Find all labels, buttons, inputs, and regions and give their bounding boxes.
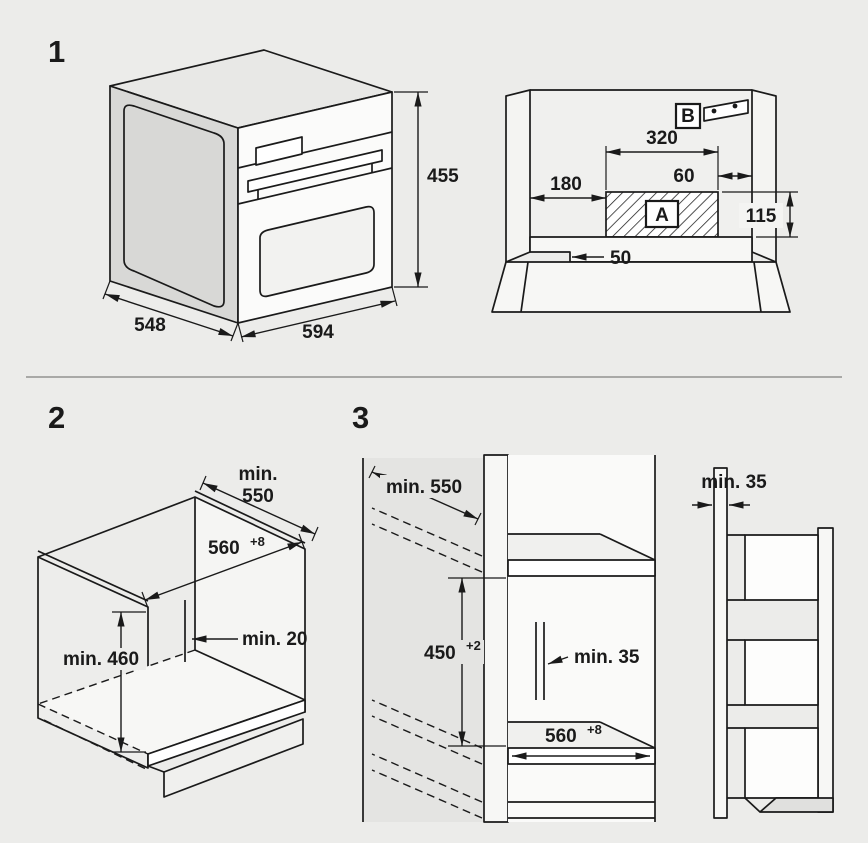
niche-right-wall [751,89,777,263]
front-gap-label: 50 [610,248,631,269]
niche-cross-section: B A [491,89,791,313]
niche-height-label-fig3: 450 [424,643,456,664]
wall-clearance-side-view [713,467,834,819]
dim-wall-clearance: min. 35 [692,472,767,509]
oven-handle [247,149,383,193]
dim-left-gap: 180 [530,174,606,202]
dim-cabinet-depth-fig3: min. 550 [368,465,482,526]
left-gap-label: 180 [550,174,582,195]
cabinet-floor-edge [147,699,306,767]
dim-rear-clearance-fig3: min. 35 [547,647,640,668]
door-window [259,205,375,298]
niche-height-label-fig2: min. 460 [63,649,139,670]
dim-oven-width: 594 [237,286,398,343]
dim-oven-depth: 548 [102,280,239,342]
oven-display [255,136,303,166]
cabinet-depth-label: min. 550 [386,477,462,498]
zone-label: A [655,205,669,226]
compartment-box [744,639,819,706]
dim-cutout-width: 320 [605,128,719,190]
right-gap-label: 60 [673,166,694,187]
dim-right-gap: 60 [673,166,752,187]
compartment-box [744,727,819,799]
niche-width-tol-fig3: +8 [587,722,602,737]
side-plinth [759,797,834,813]
dim-niche-width-fig3: 560 +8 [512,722,650,760]
niche-front-apron [491,261,791,313]
door-top-edge [237,167,393,205]
niche-width-label-fig3: 560 [545,726,577,747]
oven-height-label: 455 [427,166,459,187]
wall-spacer-batten [713,467,728,819]
screw-icon [732,103,738,109]
wall-clearance-label: min. 35 [701,472,767,493]
niche-width-label-fig2: 560 [208,538,240,559]
cabinet-plinth [163,718,304,798]
outlet-label-box [674,102,702,130]
figure-2-number: 2 [48,400,65,435]
cabinet-floor-surface [38,650,305,754]
figure-3-number: 3 [352,400,369,435]
screw-icon [711,108,717,114]
cabinet-top-depth-value: 550 [242,486,274,507]
dim-oven-height: 455 [394,91,459,288]
dim-cabinet-top-depth: min. 550 [199,464,319,542]
rear-clearance-label: min. 35 [574,647,640,668]
compartment-box [744,534,819,601]
cutout-height-label: 115 [746,206,777,227]
dim-niche-width-fig2: 560 +8 [141,533,306,609]
figure-1-number: 1 [48,34,65,69]
oven-depth-label: 548 [134,315,166,336]
tall-cabinet-interior [508,455,655,822]
top-shelf [507,559,656,577]
tall-cabinet-side-wall [483,454,509,823]
back-gap-label-fig2: min. 20 [242,629,307,650]
cabinet-back-rail [37,496,196,558]
niche-left-wall [505,89,531,263]
dim-cutout-height: 115 [722,191,798,238]
tall-cabinet-view [362,454,656,823]
dim-niche-height-fig3: 450 +2 [420,577,506,747]
dim-niche-height-fig2: min. 460 [56,611,146,753]
cabinet-front-panel [817,527,834,813]
oven-width-label: 594 [302,322,334,343]
oven-3d-view [109,49,393,324]
dim-back-gap-fig2: min. 20 [192,629,307,650]
cabinet-top-depth-word: min. [238,464,277,485]
outlet-label: B [681,106,695,127]
niche-height-tol-fig3: +2 [466,638,481,653]
zone-label-box [644,199,680,229]
cutout-width-label: 320 [646,128,678,149]
dim-front-gap: 50 [572,248,631,269]
niche-width-tol-fig2: +8 [250,534,265,549]
